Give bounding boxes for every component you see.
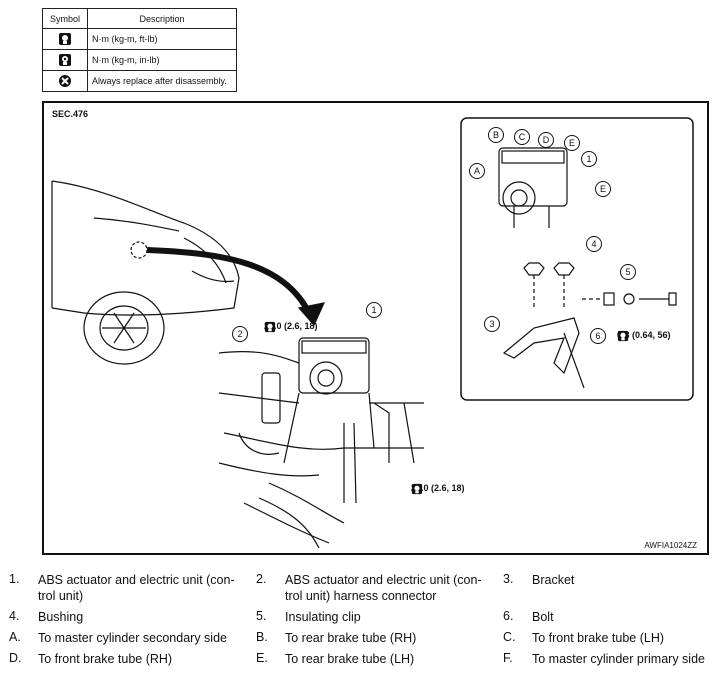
- legend-number: C.: [503, 630, 516, 644]
- legend-text: Insulating clip: [285, 610, 361, 624]
- torque-inset: 6.3 (0.64, 56): [617, 330, 671, 342]
- symbol-cell: [42, 49, 88, 71]
- legend-row: 4. Bushing 5. Insulating clip 6. Bolt: [0, 609, 720, 629]
- legend-text: To front brake tube (LH): [532, 631, 665, 645]
- description-cell: N·m (kg-m, ft-lb): [87, 28, 237, 50]
- legend-number: F.: [503, 651, 513, 665]
- legend-row: A. To master cylinder secondary side B. …: [0, 630, 720, 650]
- legend-row: 1. ABS actuator and electric unit (con-t…: [0, 572, 720, 603]
- legend-row: D. To front brake tube (RH) E. To rear b…: [0, 651, 720, 671]
- torque-wrench-small-icon: [59, 54, 71, 66]
- callout-5: 5: [620, 264, 636, 280]
- torque-main-top: 25.0 (2.6, 18): [264, 321, 318, 333]
- abs-actuator-inset: [498, 147, 568, 228]
- sec-476-figure: SEC.476 1 2 B C D E A 1 E 4 5 3 6 25.0 (…: [42, 101, 709, 555]
- legend-text: To master cylinder primary side: [532, 652, 705, 666]
- callout-1-main: 1: [366, 302, 382, 318]
- torque-wrench-icon: [59, 33, 71, 45]
- figure-code: AWFIA1024ZZ: [644, 541, 697, 550]
- legend-number: 2.: [256, 572, 267, 586]
- diagram-drawing: [51, 117, 694, 549]
- symbol-cell: [42, 28, 88, 50]
- callout-3: 3: [484, 316, 500, 332]
- callout-1-inset: 1: [581, 151, 597, 167]
- callout-e-top: E: [564, 135, 580, 151]
- torque-value: 25.0 (2.6, 18): [411, 483, 465, 493]
- torque-wrench-small-icon: [617, 330, 629, 342]
- symbol-header: Symbol: [42, 8, 88, 29]
- torque-wrench-icon: [264, 321, 276, 333]
- legend-text: To rear brake tube (RH): [285, 631, 417, 645]
- abs-actuator-main: [283, 337, 375, 464]
- legend-text: To front brake tube (RH): [38, 652, 173, 666]
- torque-value: 6.3 (0.64, 56): [617, 330, 671, 340]
- callout-c: C: [514, 129, 530, 145]
- symbol-table: Symbol Description N·m (kg-m, ft-lb) N·m…: [42, 8, 237, 92]
- torque-value: 25.0 (2.6, 18): [264, 321, 318, 331]
- legend-number: D.: [9, 651, 22, 665]
- front-wheel: [83, 291, 165, 365]
- description-header: Description: [87, 8, 237, 29]
- torque-main-bottom: 25.0 (2.6, 18): [411, 483, 465, 495]
- legend-text: To rear brake tube (LH): [285, 652, 415, 666]
- vehicle-outline: [51, 180, 240, 316]
- legend-text: To master cylinder secondary side: [38, 631, 227, 645]
- callout-4: 4: [586, 236, 602, 252]
- section-label: SEC.476: [52, 109, 89, 119]
- bracket-inset: [502, 317, 580, 375]
- description-cell: Always replace after disassembly.: [87, 70, 237, 92]
- legend-number: 5.: [256, 609, 267, 623]
- callout-e-side: E: [595, 181, 611, 197]
- location-marker: [130, 241, 148, 259]
- legend-text: Bushing: [38, 610, 84, 624]
- callout-b: B: [488, 127, 504, 143]
- location-arrow: [146, 247, 312, 315]
- legend-number: 1.: [9, 572, 20, 586]
- legend-number: E.: [256, 651, 268, 665]
- torque-wrench-icon: [411, 483, 423, 495]
- legend-text: Bolt: [532, 610, 554, 624]
- legend-number: 3.: [503, 572, 514, 586]
- inset-frame: [460, 117, 694, 401]
- legend-text: ABS actuator and electric unit (con-trol…: [38, 573, 235, 603]
- replace-icon: [59, 75, 71, 87]
- legend-text: Bracket: [532, 573, 575, 587]
- legend-number: 6.: [503, 609, 514, 623]
- callout-a: A: [469, 163, 485, 179]
- callout-2-main: 2: [232, 326, 248, 342]
- symbol-cell: [42, 70, 88, 92]
- legend-number: A.: [9, 630, 21, 644]
- description-cell: N·m (kg-m, in-lb): [87, 49, 237, 71]
- callout-6: 6: [590, 328, 606, 344]
- legend-text: ABS actuator and electric unit (con-trol…: [285, 573, 482, 603]
- legend-number: 4.: [9, 609, 20, 623]
- legend-number: B.: [256, 630, 268, 644]
- callout-d: D: [538, 132, 554, 148]
